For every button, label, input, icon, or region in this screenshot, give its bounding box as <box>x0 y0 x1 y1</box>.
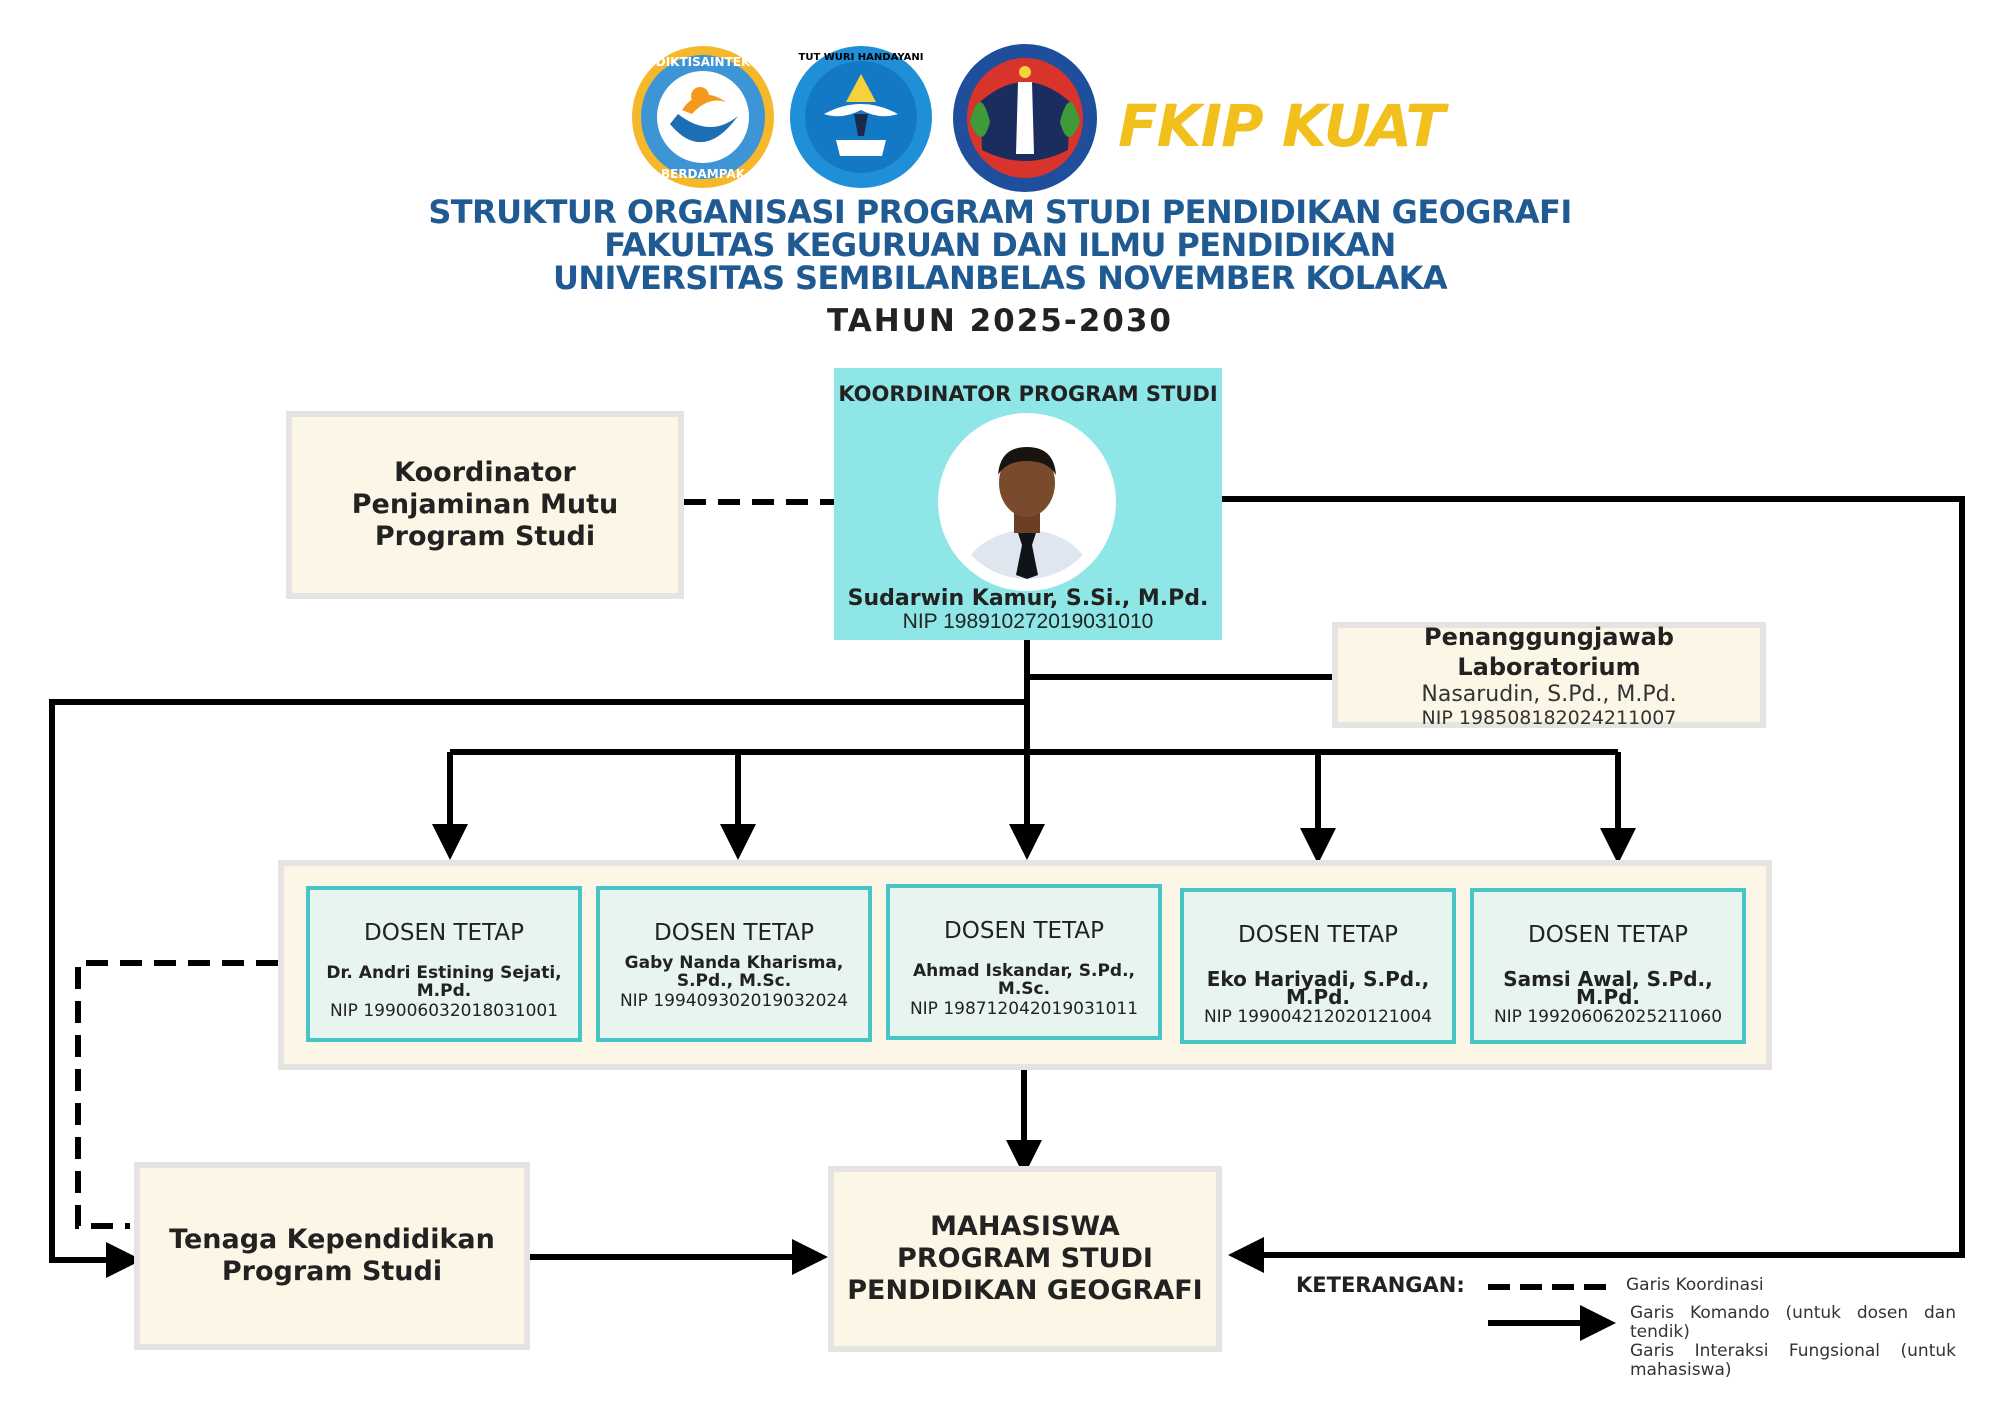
dosen-box-1: DOSEN TETAP Dr. Andri Estining Sejati, M… <box>306 886 582 1042</box>
quality-assurance-box: Koordinator Penjaminan Mutu Program Stud… <box>286 411 684 599</box>
dosen-box-3: DOSEN TETAP Ahmad Iskandar, S.Pd., M.Sc.… <box>886 884 1162 1040</box>
dosen-title: DOSEN TETAP <box>1528 922 1688 948</box>
dosen-name: Gaby Nanda Kharisma, S.Pd., M.Sc. <box>624 953 844 991</box>
quality-line-1: Koordinator <box>394 457 576 488</box>
tut-wuri-handayani-logo: TUT WURI HANDAYANI <box>790 46 932 188</box>
coordinator-title: KOORDINATOR PROGRAM STUDI <box>838 382 1218 406</box>
logo1-bottom-text: BERDAMPAK <box>661 167 746 181</box>
title-block: STRUKTUR ORGANISASI PROGRAM STUDI PENDID… <box>0 193 2000 340</box>
lab-box: Penanggungjawab Laboratorium Nasarudin, … <box>1332 622 1766 729</box>
tendik-line-1: Tenaga Kependidikan <box>169 1224 495 1255</box>
logo-row: DIKTISAINTEK BERDAMPAK TUT WURI HANDAYAN… <box>620 42 1440 202</box>
dosen-box-2: DOSEN TETAP Gaby Nanda Kharisma, S.Pd., … <box>596 886 872 1042</box>
title-line-1: STRUKTUR ORGANISASI PROGRAM STUDI PENDID… <box>428 193 1572 231</box>
title-line-3: UNIVERSITAS SEMBILANBELAS NOVEMBER KOLAK… <box>552 259 1448 297</box>
coordinator-box: KOORDINATOR PROGRAM STUDI Sudarwin Kamur… <box>834 368 1222 640</box>
mahasiswa-line-2: PROGRAM STUDI <box>897 1243 1153 1274</box>
coordinator-nip: NIP 198910272019031010 <box>902 610 1154 633</box>
dosen-box-5: DOSEN TETAP Samsi Awal, S.Pd., M.Pd. NIP… <box>1470 888 1746 1044</box>
dosen-name: Samsi Awal, S.Pd., M.Pd. <box>1503 967 1713 1009</box>
dosen-box-4: DOSEN TETAP Eko Hariyadi, S.Pd., M.Pd. N… <box>1180 888 1456 1044</box>
legend-solid-text-2: Garis Interaksi Fungsional (untuk mahasi… <box>1630 1341 1956 1380</box>
legend-solid-text-1: Garis Komando (untuk dosen dan tendik) <box>1630 1303 1956 1342</box>
tendik-line-2: Program Studi <box>221 1256 443 1287</box>
lab-title: Penanggungjawab Laboratorium <box>1424 622 1674 681</box>
coordinator-photo <box>950 425 1104 579</box>
dosen-nip: NIP 199409302019032024 <box>619 991 849 1011</box>
tendik-box: Tenaga Kependidikan Program Studi <box>134 1162 530 1350</box>
dosen-nip: NIP 199206062025211060 <box>1493 1007 1723 1027</box>
dosen-title: DOSEN TETAP <box>944 918 1104 944</box>
dosen-name: Dr. Andri Estining Sejati, M.Pd. <box>326 963 562 1001</box>
dosen-title: DOSEN TETAP <box>1238 922 1398 948</box>
diktisaintek-berdampak-logo: DIKTISAINTEK BERDAMPAK <box>632 46 774 188</box>
quality-line-3: Program Studi <box>374 521 596 552</box>
coordinator-name: Sudarwin Kamur, S.Si., M.Pd. <box>847 586 1209 611</box>
lab-name: Nasarudin, S.Pd., M.Pd. <box>1421 681 1677 707</box>
fkip-kuat-logo: FKIP KUAT <box>1118 92 1445 160</box>
dosen-name: Eko Hariyadi, S.Pd., M.Pd. <box>1206 967 1430 1009</box>
title-line-2: FAKULTAS KEGURUAN DAN ILMU PENDIDIKAN <box>604 226 1396 264</box>
legend-dashed-text: Garis Koordinasi <box>1626 1275 1764 1295</box>
dosen-name: Ahmad Iskandar, S.Pd., M.Sc. <box>912 961 1135 999</box>
logo1-top-text: DIKTISAINTEK <box>656 55 751 69</box>
title-year: TAHUN 2025-2030 <box>826 303 1173 339</box>
dosen-title: DOSEN TETAP <box>364 920 524 946</box>
mahasiswa-box: MAHASISWA PROGRAM STUDI PENDIDIKAN GEOGR… <box>828 1166 1222 1352</box>
logo2-text: TUT WURI HANDAYANI <box>799 52 924 63</box>
tendik-command-line <box>49 699 1027 1278</box>
dosen-nip: NIP 198712042019031011 <box>909 999 1139 1019</box>
dosen-title: DOSEN TETAP <box>654 920 814 946</box>
mahasiswa-interaction-line <box>1222 496 1965 1273</box>
legend-label: KETERANGAN: <box>1296 1273 1465 1297</box>
mahasiswa-line-1: MAHASISWA <box>930 1211 1120 1242</box>
universitas-sembilanbelas-november-logo <box>953 44 1097 192</box>
lab-nip: NIP 198508182024211007 <box>1421 706 1677 729</box>
mahasiswa-line-3: PENDIDIKAN GEOGRAFI <box>847 1275 1203 1306</box>
quality-line-2: Penjaminan Mutu <box>351 489 619 520</box>
coordinator-photo-frame <box>938 413 1116 591</box>
dosen-nip: NIP 199006032018031001 <box>329 1001 559 1021</box>
dosen-tendik-coordination-line <box>75 960 278 1229</box>
dosen-nip: NIP 199004212020121004 <box>1203 1007 1433 1027</box>
